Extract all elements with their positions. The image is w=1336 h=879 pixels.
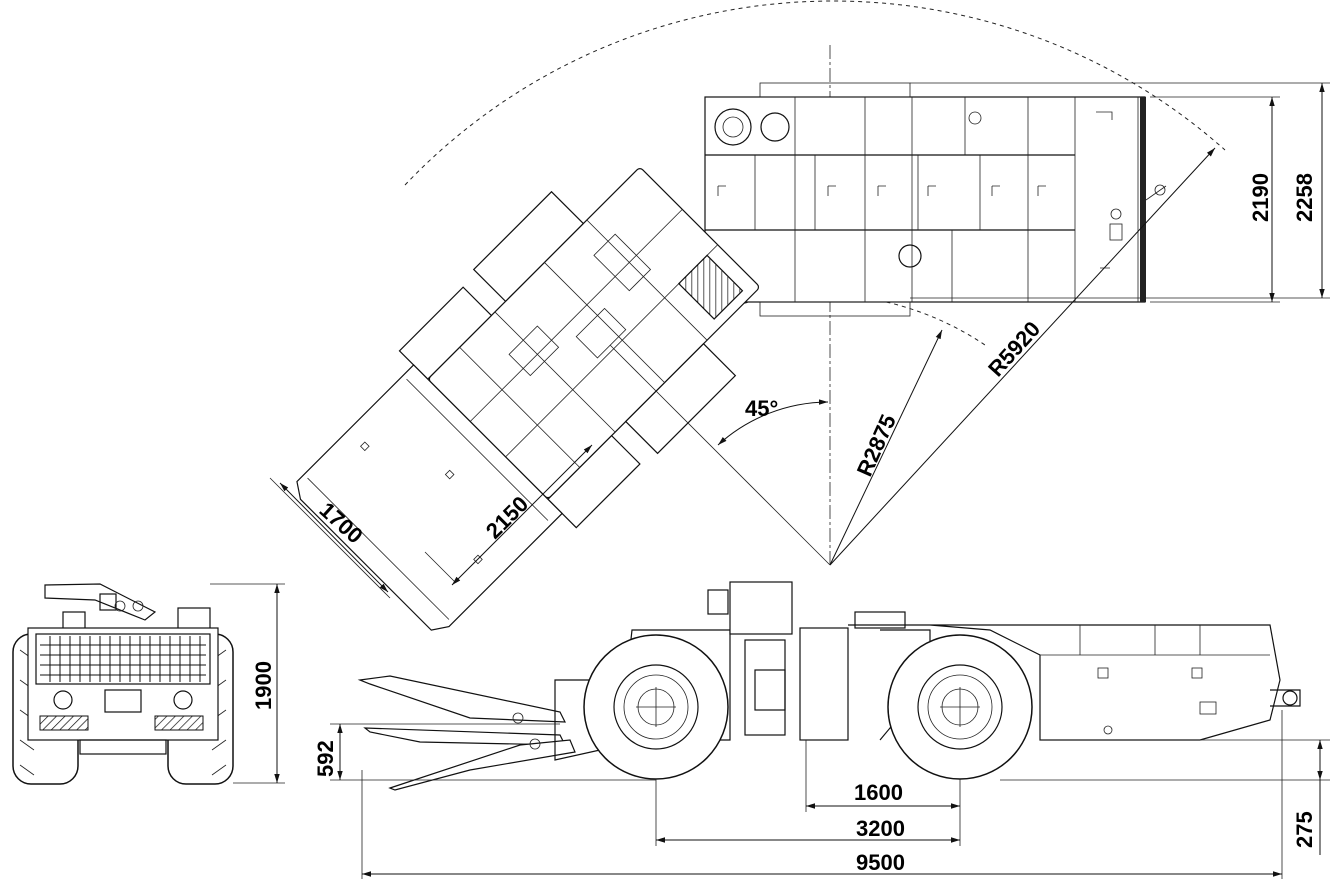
dim-bucket-lift: 592 <box>313 740 338 777</box>
front-radiator-grille <box>40 636 206 682</box>
plan-view: R5920 R2875 45° 1700 2150 2190 2258 <box>269 0 1330 631</box>
dim-wheelbase: 3200 <box>856 816 905 841</box>
dim-outer-radius: R5920 <box>983 316 1045 381</box>
front-view: 1900 <box>12 583 285 785</box>
rear-frame-plan <box>704 82 1167 317</box>
front-wheel <box>583 634 729 780</box>
dim-axle-to-hinge: 1600 <box>854 780 903 805</box>
dim-width-outer: 2258 <box>1292 173 1317 222</box>
angle-arc <box>717 399 829 446</box>
rear-wheel <box>887 634 1033 780</box>
dim-overall-length: 9500 <box>856 850 905 875</box>
dim-height: 1900 <box>251 661 276 710</box>
side-view: 592 275 1600 3200 9500 <box>313 581 1330 879</box>
bucket-dimensions <box>269 444 593 599</box>
outer-turning-arc <box>404 0 1226 186</box>
dim-width-inner: 2190 <box>1248 173 1273 222</box>
angle-ray <box>609 344 831 566</box>
dim-inner-radius: R2875 <box>852 411 901 480</box>
dim-articulation-angle: 45° <box>745 396 778 421</box>
side-view-dimensions <box>330 710 1330 879</box>
dim-ground-clearance: 275 <box>1292 811 1317 848</box>
inner-radius-line <box>829 329 943 566</box>
outer-radius-line <box>829 147 1216 566</box>
plan-width-dimensions <box>910 82 1330 303</box>
operator-cab <box>729 581 793 635</box>
